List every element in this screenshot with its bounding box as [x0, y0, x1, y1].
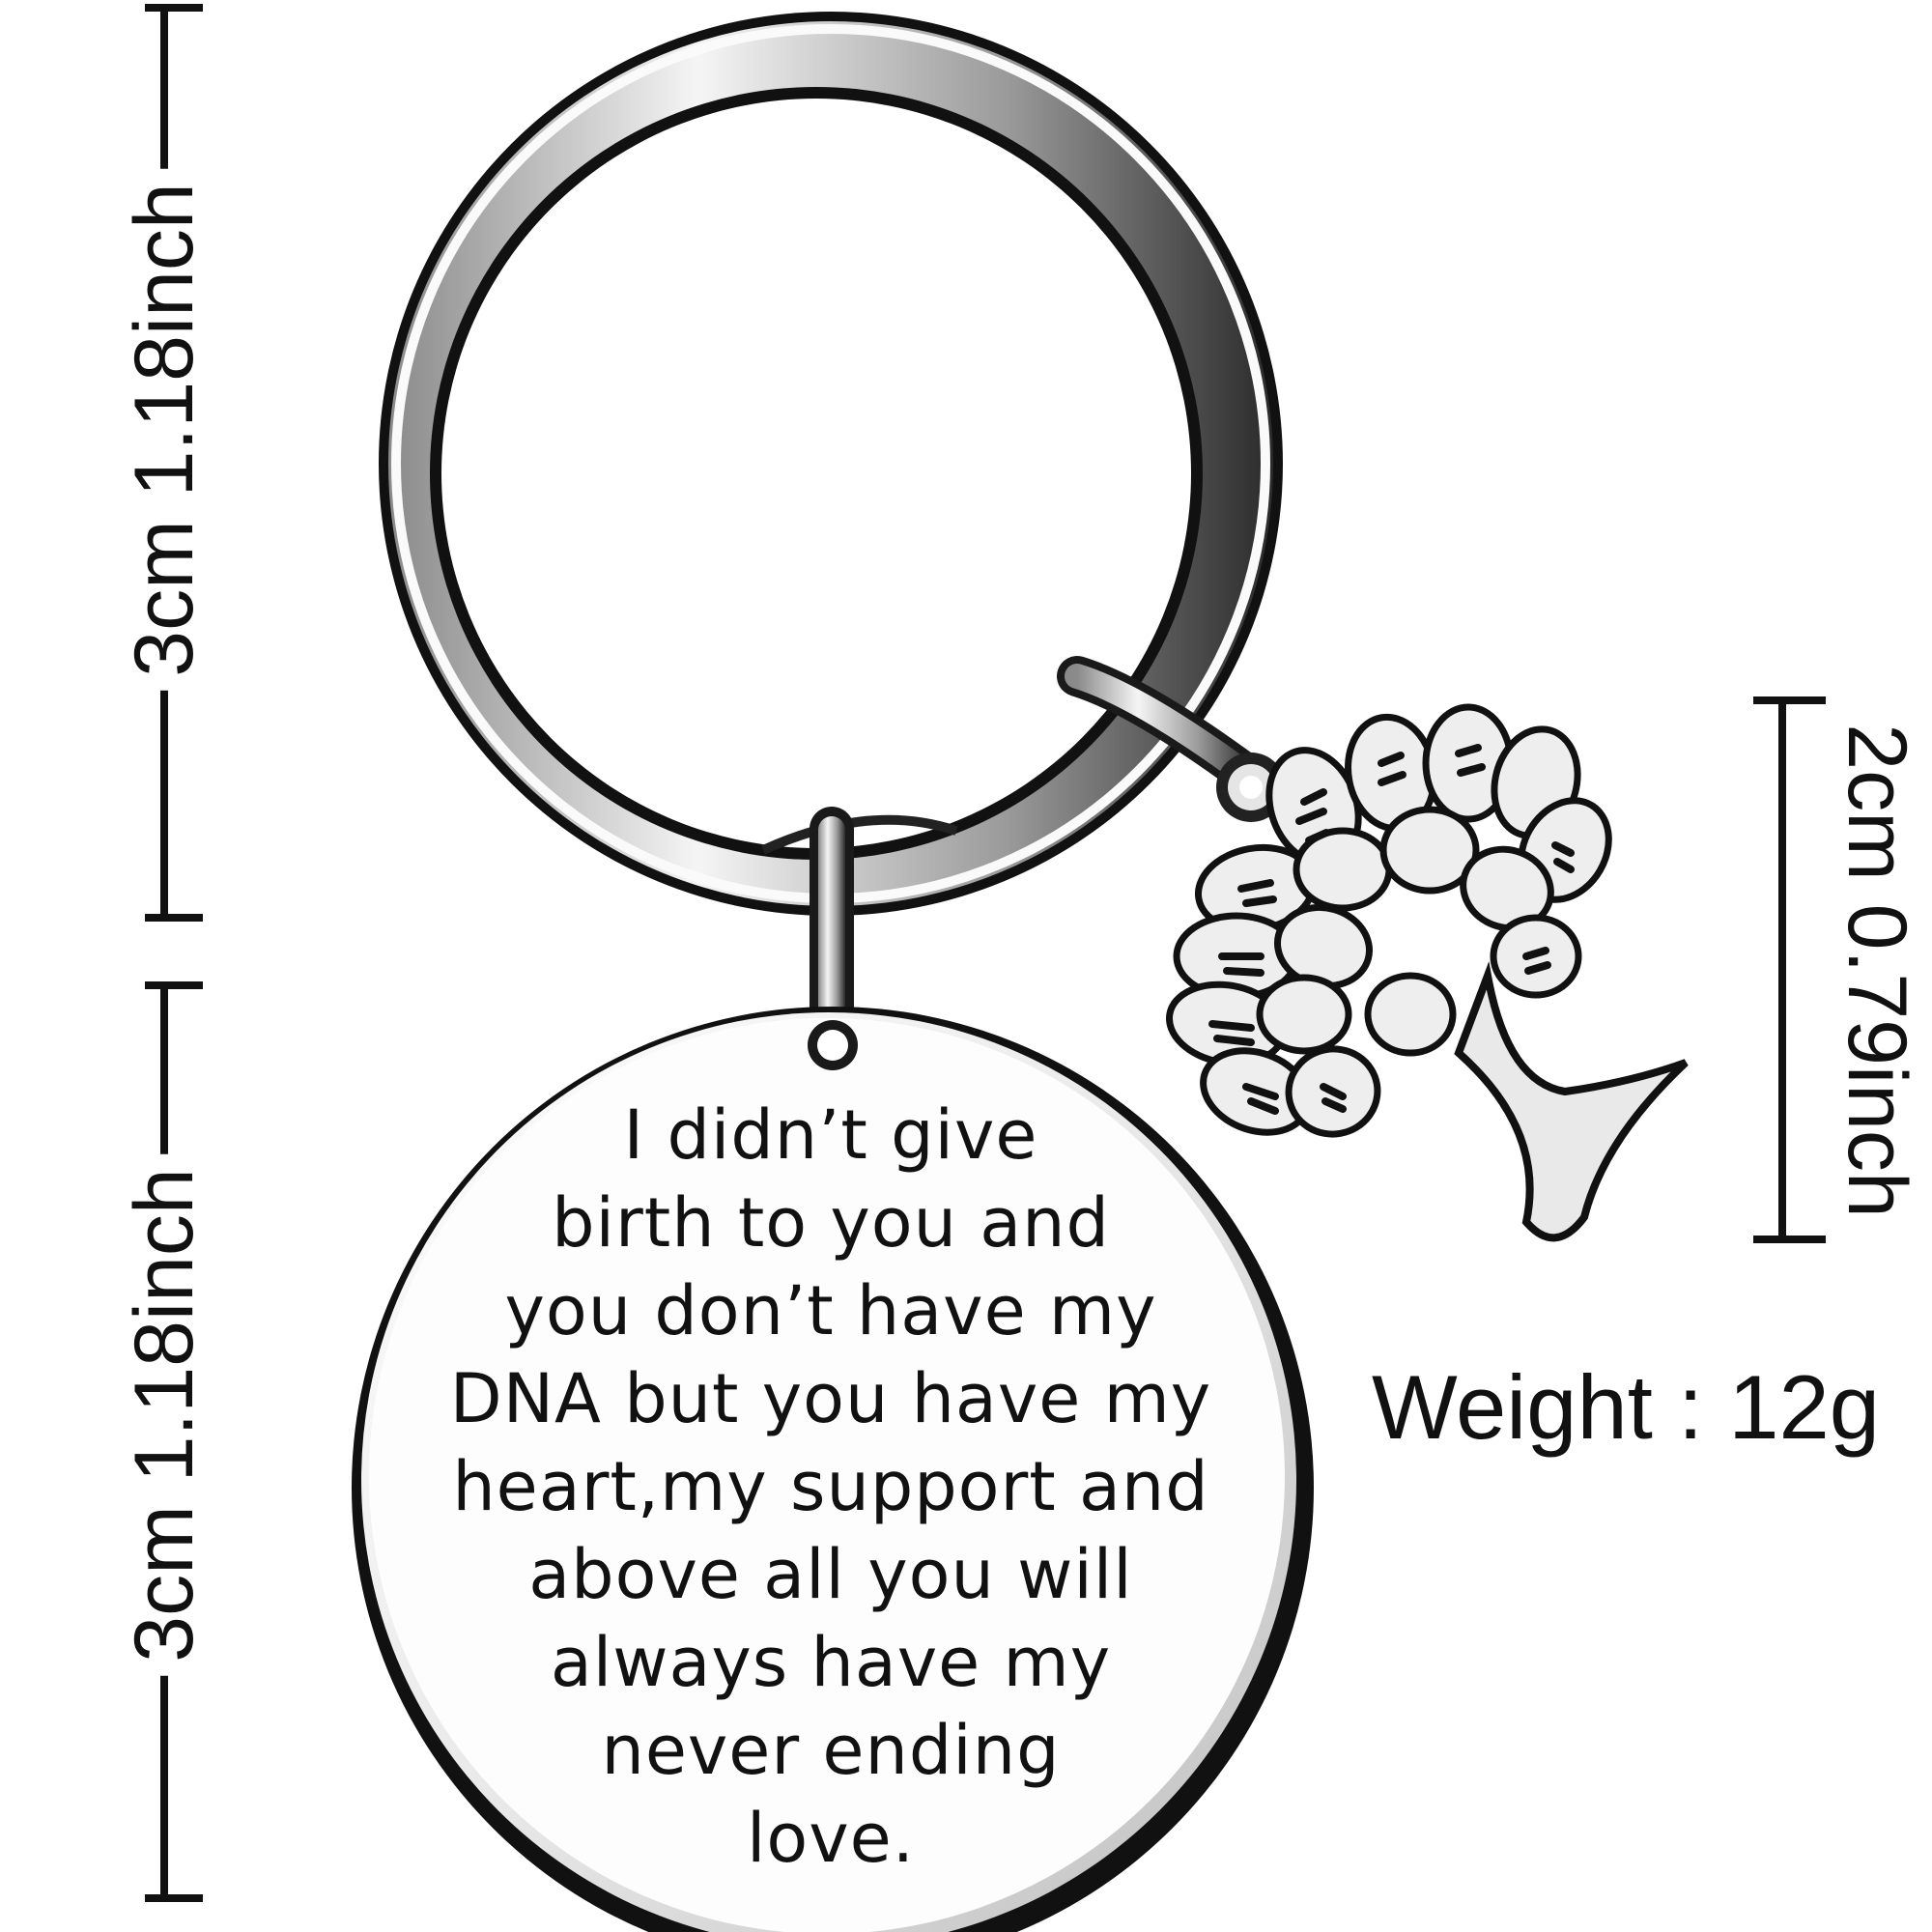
tag-line: above all you will	[528, 1535, 1133, 1614]
tag-height-label: 3cm 1.18inch	[118, 1154, 211, 1676]
tag-line: love.	[746, 1799, 916, 1878]
tag-engraving: I didn’t give birth to you and you don’t…	[406, 1092, 1256, 1883]
jump-ring-tag	[810, 807, 854, 1072]
round-tag	[352, 1007, 1314, 1932]
tag-line: never ending	[601, 1711, 1061, 1790]
tag-line: always have my	[550, 1623, 1112, 1702]
tag-line: you don’t have my	[504, 1271, 1157, 1350]
dimension-line-charm	[1753, 696, 1826, 1243]
tag-line: birth to you and	[552, 1183, 1110, 1263]
jump-ring-charm	[1057, 656, 1271, 798]
charm-height-label: 2cm 0.79inch	[1831, 724, 1923, 1218]
tag-line: I didn’t give	[623, 1095, 1038, 1175]
ring-height-label: 3cm 1.18inch	[118, 169, 211, 691]
key-ring	[379, 12, 1283, 916]
tree-of-life-charm	[1166, 703, 1689, 1242]
tag-line: heart,my support and	[452, 1447, 1209, 1526]
weight-label: Weight : 12g	[1372, 1356, 1881, 1458]
tag-line: DNA but you have my	[449, 1359, 1212, 1438]
